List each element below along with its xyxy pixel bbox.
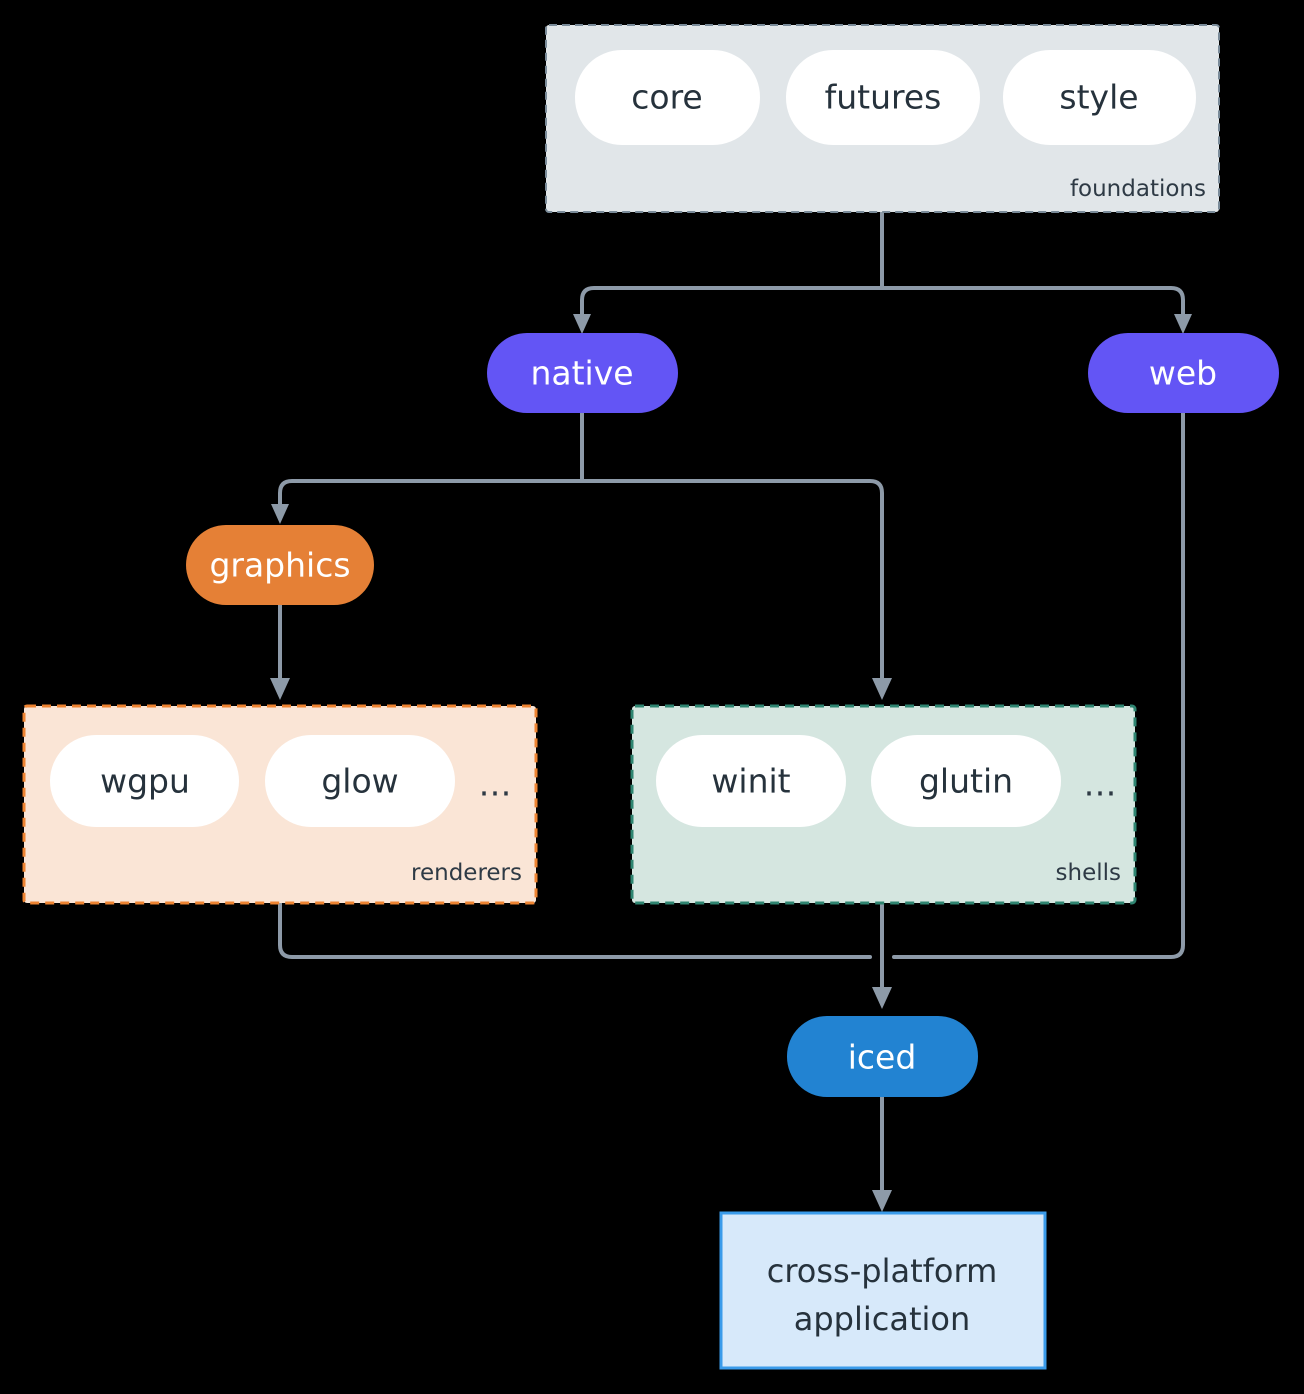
shells-ellipsis-label: …: [1084, 765, 1117, 804]
node-graphics-label: graphics: [209, 546, 350, 585]
foundations-pill-style-label: style: [1059, 78, 1138, 117]
node-application-shape[interactable]: [719, 1211, 1047, 1370]
node-application-label-line2: application: [794, 1300, 971, 1338]
arrowhead-shells: [872, 678, 892, 700]
renderers-pill-glow[interactable]: [265, 735, 455, 827]
arrowhead-iced: [872, 987, 892, 1009]
shells-pill-glutin-label: glutin: [919, 762, 1013, 801]
node-web-shape[interactable]: [1088, 333, 1279, 413]
node-iced-shape[interactable]: [787, 1016, 978, 1097]
shells-pill-winit-label: winit: [711, 762, 790, 801]
renderers-pill-wgpu[interactable]: [50, 735, 239, 827]
arrowhead-web: [1174, 314, 1192, 334]
node-iced-label: iced: [848, 1038, 917, 1077]
node-native[interactable]: native: [487, 333, 678, 413]
edge-web-to-iced: [892, 411, 1185, 959]
renderers-group-label: renderers: [411, 860, 522, 886]
node-application[interactable]: cross-platform application: [719, 1211, 1047, 1370]
node-native-shape[interactable]: [487, 333, 678, 413]
group-renderers: wgpu glow … renderers: [22, 704, 538, 905]
node-graphics[interactable]: graphics: [186, 525, 374, 605]
node-web[interactable]: web: [1088, 333, 1279, 413]
node-iced[interactable]: iced: [787, 1016, 978, 1097]
edge-layer: [270, 210, 1192, 1212]
shells-pill-glutin[interactable]: [871, 735, 1061, 827]
edge-foundations-to-native: [580, 286, 884, 324]
arrowhead-application: [872, 1190, 892, 1212]
arrowhead-graphics: [271, 504, 289, 524]
foundations-pill-core-label: core: [631, 78, 702, 117]
foundations-pill-core[interactable]: [575, 50, 760, 145]
group-foundations: core futures style foundations: [545, 24, 1220, 213]
renderers-pill-wgpu-label: wgpu: [100, 762, 190, 801]
node-graphics-shape[interactable]: [186, 525, 374, 605]
arrowhead-renderers: [270, 678, 290, 700]
shells-pill-winit[interactable]: [656, 735, 846, 827]
renderers-ellipsis-label: …: [479, 765, 512, 804]
foundations-pill-style[interactable]: [1003, 50, 1196, 145]
foundations-group-label: foundations: [1070, 176, 1206, 202]
group-shells: winit glutin … shells: [630, 704, 1137, 905]
edge-native-to-graphics: [278, 479, 584, 514]
renderers-pill-glow-label: glow: [321, 762, 398, 801]
foundations-pill-futures[interactable]: [786, 50, 980, 145]
arrowhead-native: [573, 314, 591, 334]
shells-group-label: shells: [1056, 860, 1121, 886]
edge-native-to-shells: [580, 479, 884, 688]
node-web-label: web: [1149, 354, 1217, 393]
node-application-label-line1: cross-platform: [767, 1252, 997, 1290]
edge-renderers-to-iced: [278, 901, 872, 959]
node-native-label: native: [530, 354, 633, 393]
edge-foundations-to-web: [880, 286, 1185, 324]
foundations-pill-futures-label: futures: [825, 78, 942, 117]
